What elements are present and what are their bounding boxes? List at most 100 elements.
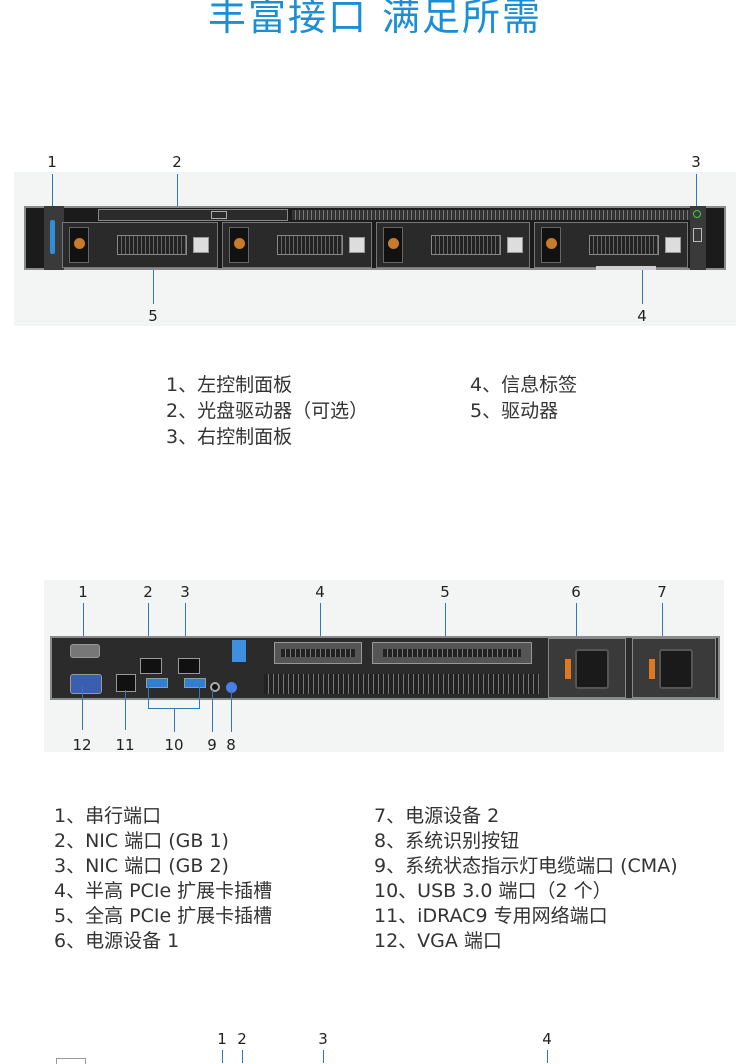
front-legend-right: 4、信息标签 5、驱动器 [470,372,577,424]
rear-line-10a [148,684,149,708]
power-supply-1 [548,638,626,698]
drive-grille [117,235,187,255]
rear-callout-6: 6 [571,583,581,601]
drive-handle [383,227,403,263]
legend-item: 3、右控制面板 [166,426,293,448]
power-socket-icon [575,649,609,689]
rear-line-10b [199,684,200,708]
rear-callout-8: 8 [226,736,236,754]
rear-callout-1: 1 [78,583,88,601]
drive-latch-icon [388,238,399,249]
rear-callout-11: 11 [115,736,135,754]
power-supply-2 [632,638,716,698]
drive-latch-icon [234,238,245,249]
drive-capacity-label [665,237,681,253]
rear-legend-left: 1、串行端口 2、NIC 端口 (GB 1) 3、NIC 端口 (GB 2) 4… [54,804,272,954]
front-callout-4: 4 [637,307,647,325]
blue-riser-latch [232,640,246,662]
page-title: 丰富接口 满足所需 [207,0,543,39]
legend-item: 1、串行端口 [54,805,162,827]
rear-line-11 [125,690,126,730]
drive-handle [69,227,89,263]
drive-grille [431,235,501,255]
drive-latch-icon [546,238,557,249]
front-legend-left: 1、左控制面板 2、光盘驱动器（可选） 3、右控制面板 [166,372,368,450]
vga-port-icon [70,674,102,694]
rear-callout-5: 5 [440,583,450,601]
cma-port-icon [210,682,220,692]
legend-item: 12、VGA 端口 [374,930,502,952]
drive-handle [541,227,561,263]
legend-item: 1、左控制面板 [166,374,293,396]
bottom-line-3 [323,1050,324,1063]
rear-callout-12: 12 [72,736,92,754]
right-control-panel [690,206,706,270]
bottom-figure-edge [56,1058,86,1064]
drive-capacity-label [349,237,365,253]
full-height-pcie-slot [372,642,532,664]
front-chassis [24,206,726,270]
rear-callout-9: 9 [207,736,217,754]
rear-line-12 [82,686,83,730]
idrac-port-icon [116,674,136,692]
drive-grille [277,235,343,255]
legend-item: 4、半高 PCIe 扩展卡插槽 [54,880,273,902]
front-top-vent [292,210,694,220]
drive-bay-2 [222,222,372,268]
bottom-callout-4: 4 [542,1030,552,1048]
slot-vent [383,649,521,657]
psu-release-tab [565,659,571,679]
legend-item: 7、电源设备 2 [374,805,500,827]
bottom-callout-1: 1 [217,1030,227,1048]
legend-item: 11、iDRAC9 专用网络端口 [374,905,608,927]
front-callout-5: 5 [148,307,158,325]
legend-item: 5、全高 PCIe 扩展卡插槽 [54,905,273,927]
usb3-port-icon [184,678,206,688]
front-callout-3: 3 [691,153,701,171]
rear-callout-10: 10 [164,736,184,754]
drive-capacity-label [507,237,523,253]
rear-line-8 [231,690,232,732]
rear-line-7 [662,603,663,645]
front-line-4 [642,266,643,304]
rear-vent [264,674,540,694]
left-control-panel [44,206,64,270]
front-callout-1: 1 [47,153,57,171]
rear-callout-7: 7 [657,583,667,601]
rear-line-6 [576,603,577,645]
legend-item: 9、系统状态指示灯电缆端口 (CMA) [374,855,678,877]
usb3-port-icon [146,678,168,688]
optical-drive [98,209,288,221]
information-tag [596,266,656,270]
power-socket-icon [659,649,693,689]
drive-grille [589,235,659,255]
legend-item: 8、系统识别按钮 [374,830,520,852]
psu-release-tab [649,659,655,679]
rear-callout-3: 3 [180,583,190,601]
rear-line-3 [185,603,186,661]
drive-handle [229,227,249,263]
nic1-port-icon [140,658,162,674]
bottom-line-4 [547,1050,548,1063]
drive-latch-icon [74,238,85,249]
system-id-button [226,682,237,693]
power-button-icon [693,210,701,218]
slot-vent [281,649,355,657]
usb-port-icon [693,228,702,242]
rear-callout-2: 2 [143,583,153,601]
low-profile-pcie-slot [274,642,362,664]
bottom-line-2 [242,1050,243,1063]
nic2-port-icon [178,658,200,674]
rear-line-4 [320,603,321,651]
front-callout-2: 2 [172,153,182,171]
drive-bay-1 [62,222,218,268]
legend-item: 4、信息标签 [470,374,578,396]
legend-item: 10、USB 3.0 端口（2 个） [374,880,612,902]
legend-item: 5、驱动器 [470,400,559,422]
rear-chassis [50,636,720,700]
serial-port-icon [70,644,100,658]
bottom-line-1 [222,1050,223,1063]
rear-line-10 [174,708,175,732]
front-line-5 [153,262,154,304]
legend-item: 6、电源设备 1 [54,930,180,952]
